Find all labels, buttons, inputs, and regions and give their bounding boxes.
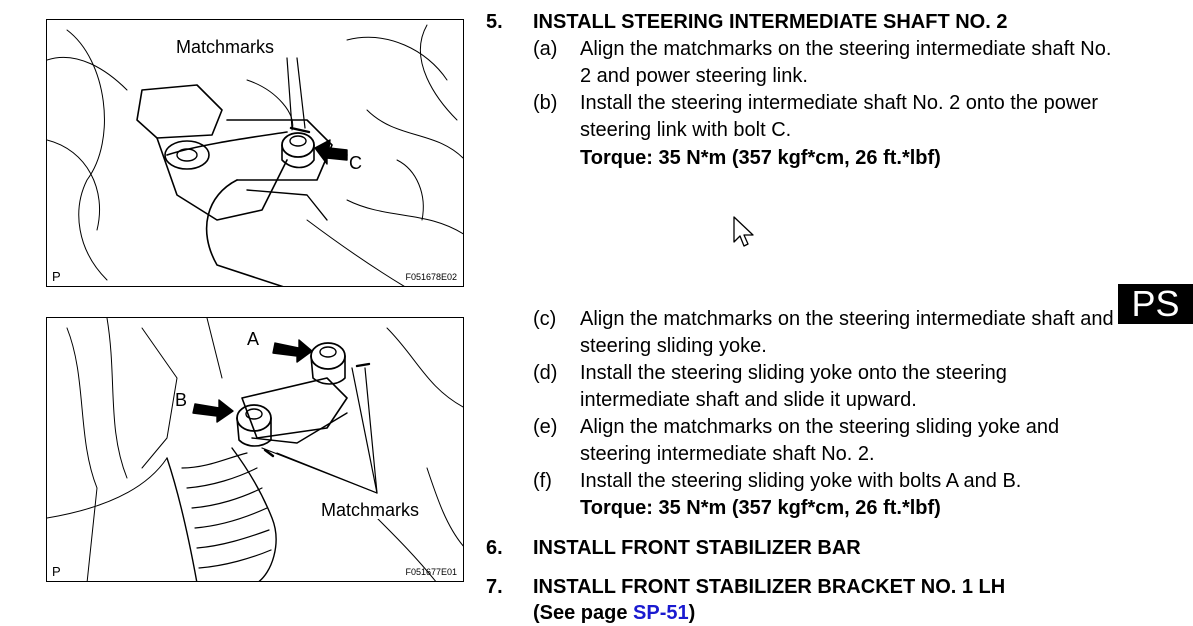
substep-label: (d)	[533, 362, 558, 384]
step-title: INSTALL FRONT STABILIZER BAR	[533, 537, 861, 559]
step-number: 7.	[486, 576, 503, 598]
callout-matchmarks: Matchmarks	[320, 500, 421, 520]
step-number: 5.	[486, 11, 503, 33]
step-title: INSTALL STEERING INTERMEDIATE SHAFT NO. …	[533, 11, 1008, 33]
callout-matchmarks: Matchmarks	[175, 37, 276, 57]
see-page-prefix: (See page	[533, 602, 634, 624]
figure-steering-shaft-no2: Matchmarks C P F051678E02	[46, 19, 464, 287]
torque-spec: Torque: 35 N*m (357 kgf*cm, 26 ft.*lbf)	[580, 147, 941, 169]
callout-bolt-c: C	[349, 153, 362, 173]
figure-2-illustration	[47, 318, 463, 581]
figure-corner-mark: P	[52, 564, 61, 579]
step-number: 6.	[486, 537, 503, 559]
substep-label: (e)	[533, 416, 558, 438]
figure-corner-mark: P	[52, 269, 61, 284]
substep-text: Align the matchmarks on the steering sli…	[580, 416, 1060, 465]
step-title: INSTALL FRONT STABILIZER BRACKET NO. 1 L…	[533, 576, 1006, 598]
substep-label: (f)	[533, 470, 552, 492]
substep-label: (b)	[533, 92, 558, 114]
substep-text: Align the matchmarks on the steering int…	[580, 308, 1114, 357]
figure-1-illustration	[47, 24, 463, 286]
torque-spec: Torque: 35 N*m (357 kgf*cm, 26 ft.*lbf)	[580, 497, 941, 519]
figure-id: F051678E02	[405, 272, 457, 282]
substep-text: Align the matchmarks on the steering int…	[580, 38, 1112, 87]
section-tab: PS	[1118, 284, 1193, 324]
substep-text: Install the steering sliding yoke onto t…	[580, 362, 1007, 411]
substep-label: (c)	[533, 308, 557, 330]
figure-id: F051677E01	[405, 567, 457, 577]
see-page-reference: (See page SP-51)	[533, 600, 695, 626]
callout-bolt-b: B	[175, 390, 188, 410]
substep-label: (a)	[533, 38, 558, 60]
see-page-suffix: )	[688, 602, 696, 624]
figure-sliding-yoke: A B Matchmarks P F051677E01	[46, 317, 464, 582]
mouse-pointer-icon	[733, 216, 754, 247]
substep-text: Install the steering sliding yoke with b…	[580, 470, 1022, 492]
see-page-link[interactable]: SP-51	[633, 602, 689, 624]
callout-bolt-a: A	[247, 329, 260, 349]
substep-text: Install the steering intermediate shaft …	[580, 92, 1099, 141]
